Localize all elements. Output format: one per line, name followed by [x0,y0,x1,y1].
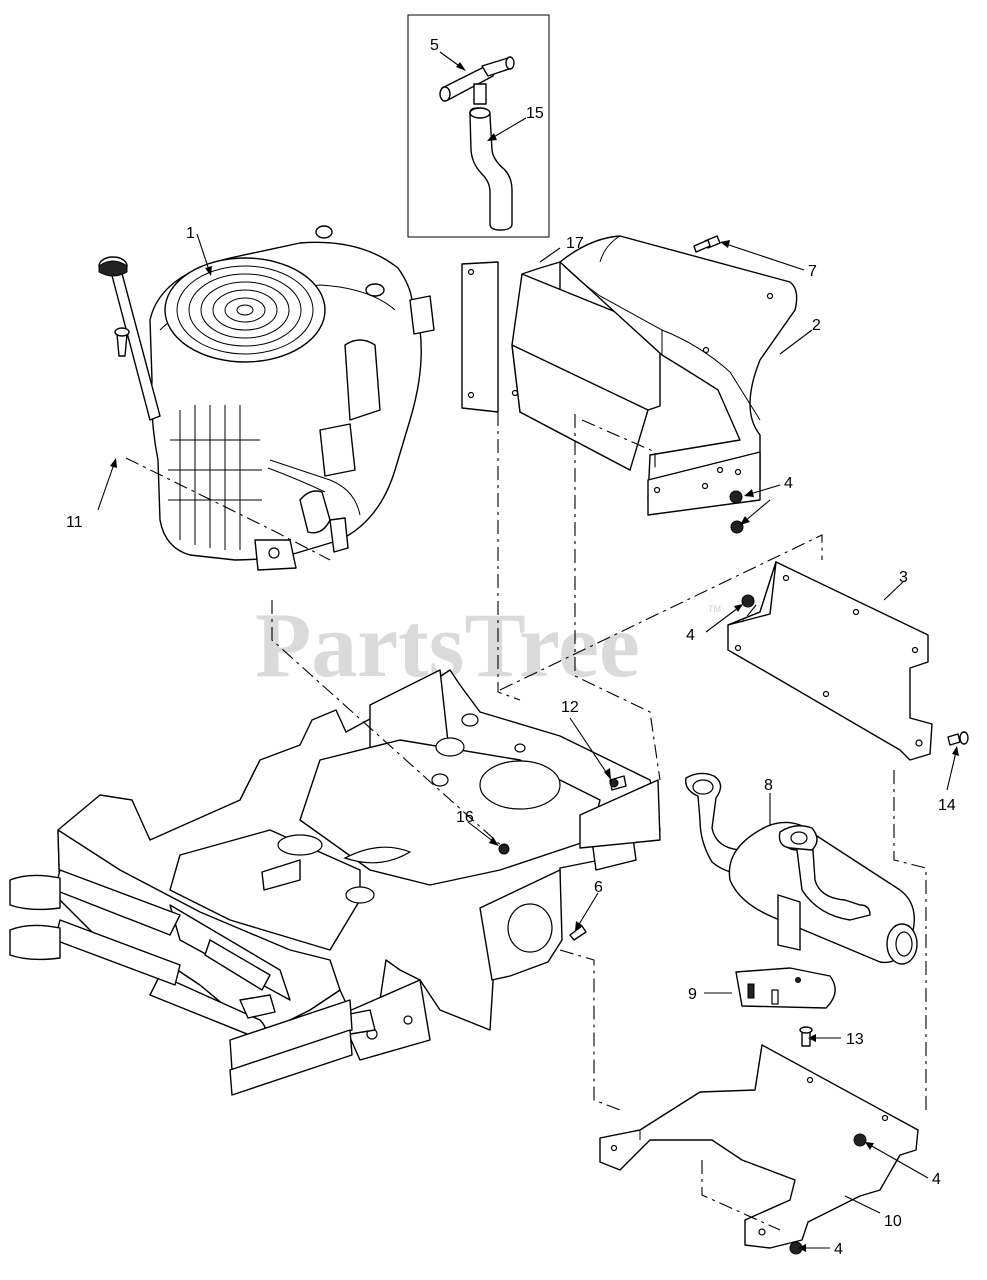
inset-box [407,14,550,238]
screw-6[interactable] [569,925,587,941]
bolt-13[interactable] [799,1026,813,1047]
callout-labels: 5 15 1 17 7 2 4 11 3 4 12 8 14 16 6 9 13… [66,37,956,1258]
nut-pair-top[interactable] [729,490,744,534]
callout-1: 1 [186,225,195,242]
callout-3: 3 [899,569,908,586]
callout-15: 14 [938,797,956,814]
callout-11: 11 [66,514,83,531]
callout-14: 15 [526,105,544,122]
callout-4c: 4 [932,1171,941,1188]
muffler[interactable] [685,772,918,965]
bolt-7[interactable] [693,235,721,253]
muffler-clamp[interactable] [735,967,836,1009]
callout-4b: 4 [686,627,695,644]
shield-plate[interactable] [461,261,661,471]
watermark: PartsTree TM [255,594,721,696]
callout-5: 5 [430,37,439,54]
engine-bolt[interactable] [114,327,130,357]
callout-7: 7 [808,263,817,280]
mower-frame [9,669,661,1096]
assembly-lines [125,412,927,1231]
callout-17: 17 [566,235,584,252]
callout-8: 8 [764,777,773,794]
bolt-12[interactable] [609,775,627,791]
hose[interactable] [469,107,513,231]
callout-6: 6 [594,879,603,896]
screw-15[interactable] [947,731,969,746]
leader-lines [97,51,959,1252]
callout-9: 9 [688,986,697,1003]
callout-2: 2 [812,317,821,334]
callout-4a: 4 [784,475,793,492]
tee-fitting[interactable] [439,56,515,105]
callout-4d: 4 [834,1241,843,1258]
callout-12: 12 [561,699,579,716]
watermark-trademark: TM [708,604,721,614]
callout-10: 10 [884,1213,902,1230]
muffler-bracket[interactable] [727,561,933,761]
callout-13: 13 [846,1031,864,1048]
engine[interactable] [98,225,435,571]
callout-16: 16 [456,809,474,826]
muffler-mount-plate[interactable] [599,1044,919,1255]
